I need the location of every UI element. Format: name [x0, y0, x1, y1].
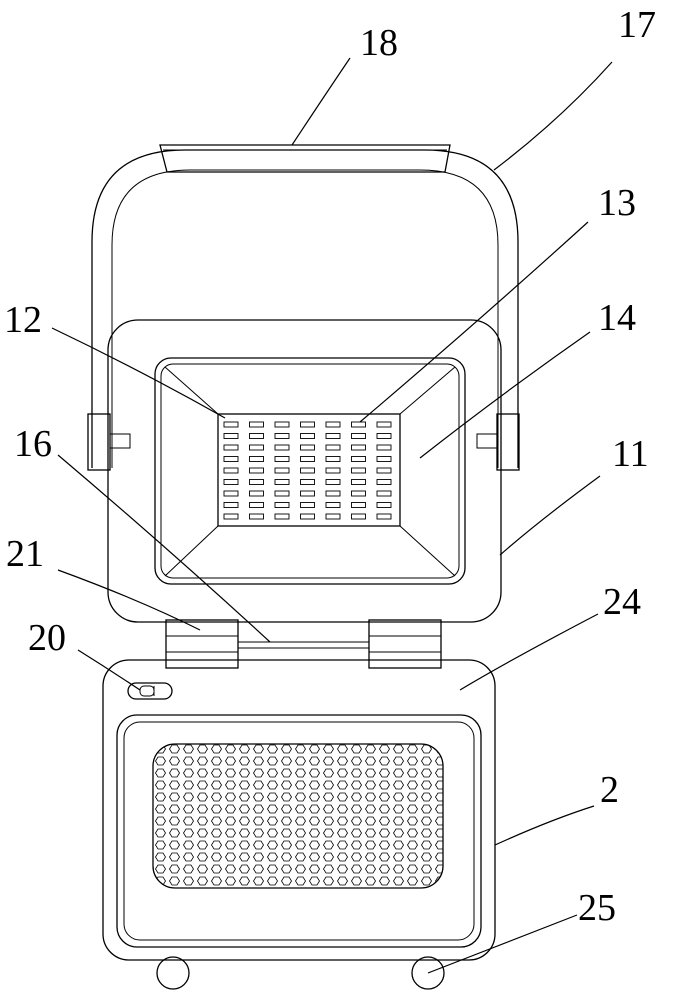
ref-label-25: 25 — [578, 887, 616, 929]
ref-label-14: 14 — [598, 297, 636, 339]
led-chip — [300, 467, 315, 474]
led-chip — [351, 467, 366, 474]
led-chip — [274, 490, 290, 497]
led-chip — [300, 456, 315, 462]
led-chip — [223, 444, 239, 451]
led-chip — [223, 421, 239, 428]
led-chip — [351, 479, 366, 485]
led-chip — [274, 433, 290, 439]
led-chip — [325, 513, 341, 520]
led-chip — [249, 502, 264, 508]
led-chip — [300, 479, 315, 485]
led-chip-grid — [223, 421, 392, 520]
ref-label-17: 17 — [618, 4, 656, 46]
led-chip — [249, 456, 264, 462]
led-chip — [300, 421, 315, 428]
led-chip — [376, 456, 392, 462]
led-chip — [249, 444, 264, 451]
ref-label-20: 20 — [28, 617, 66, 659]
led-chip — [376, 444, 392, 451]
led-chip — [223, 479, 239, 485]
led-chip — [376, 513, 392, 520]
ref-label-13: 13 — [598, 182, 636, 224]
led-chip — [376, 467, 392, 474]
led-chip — [325, 490, 341, 497]
led-chip — [300, 433, 315, 439]
led-chip — [300, 444, 315, 451]
wheels — [156, 956, 445, 990]
led-chip — [274, 467, 290, 474]
ref-label-11: 11 — [612, 433, 649, 475]
led-chip — [300, 502, 315, 508]
ref-label-21: 21 — [6, 533, 44, 575]
led-chip — [325, 433, 341, 439]
ref-label-2: 2 — [600, 769, 619, 811]
led-chip — [249, 433, 264, 439]
led-chip — [249, 479, 264, 485]
led-chip — [351, 502, 366, 508]
led-chip — [351, 513, 366, 520]
led-chip — [325, 421, 341, 428]
ref-label-16: 16 — [14, 423, 52, 465]
grip-bar — [159, 144, 451, 173]
led-chip — [351, 444, 366, 451]
led-chip — [249, 513, 264, 520]
led-chip — [300, 490, 315, 497]
led-chip — [376, 502, 392, 508]
led-chip — [325, 467, 341, 474]
led-chip — [249, 467, 264, 474]
ref-label-12: 12 — [4, 299, 42, 341]
led-chip — [376, 479, 392, 485]
lamp-housing — [107, 319, 502, 623]
ref-label-24: 24 — [603, 581, 641, 623]
led-chip — [351, 456, 366, 462]
led-chip — [274, 421, 290, 428]
led-chip — [376, 433, 392, 439]
led-chip — [249, 421, 264, 428]
led-chip — [223, 433, 239, 439]
led-chip — [274, 456, 290, 462]
led-chip — [223, 513, 239, 520]
led-chip — [325, 502, 341, 508]
led-chip — [325, 444, 341, 451]
led-chip — [223, 467, 239, 474]
led-chip — [376, 490, 392, 497]
hinge-assembly — [165, 619, 442, 669]
battery-base — [102, 659, 496, 961]
led-chip — [223, 456, 239, 462]
ref-label-18: 18 — [360, 22, 398, 64]
led-chip — [274, 502, 290, 508]
led-chip — [325, 456, 341, 462]
led-chip — [274, 444, 290, 451]
led-chip — [325, 479, 341, 485]
led-chip — [274, 513, 290, 520]
led-chip — [351, 421, 366, 428]
led-chip — [351, 433, 366, 439]
reference-numerals: 18 17 13 12 14 16 11 21 24 20 2 25 — [4, 4, 656, 929]
led-chip — [223, 502, 239, 508]
led-chip — [274, 479, 290, 485]
led-chip — [223, 490, 239, 497]
led-chip — [351, 490, 366, 497]
led-chip — [300, 513, 315, 520]
leader-lines — [51, 57, 613, 974]
led-chip — [376, 421, 392, 428]
led-chip — [249, 490, 264, 497]
power-switch — [127, 682, 173, 700]
